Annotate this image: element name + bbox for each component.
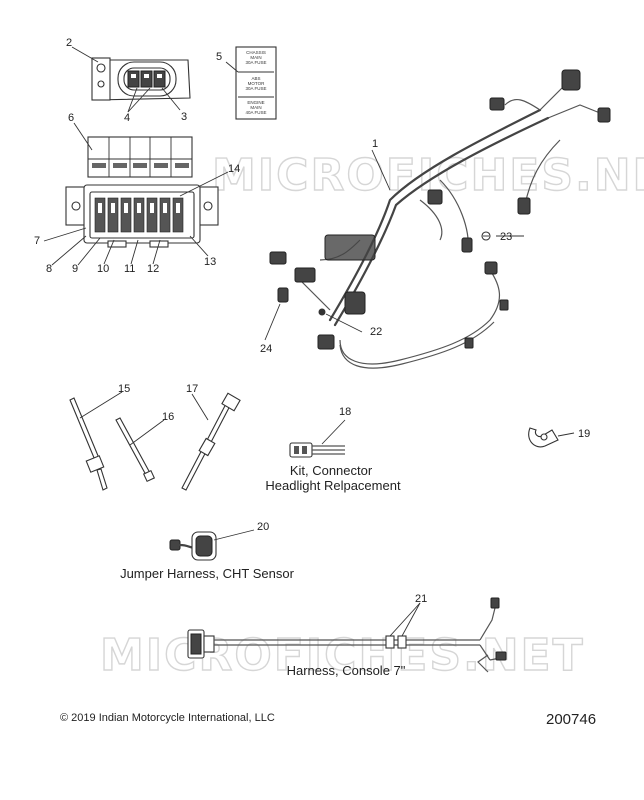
caption-headlight-replacement: Headlight Relpacement: [265, 478, 401, 493]
fuse-label-row: MAIN: [250, 55, 261, 60]
callout-3: 3: [181, 111, 187, 123]
cable-tie-16: [115, 417, 156, 483]
leader-lines: [43, 46, 575, 637]
fuse-label-row: MAIN: [250, 105, 261, 110]
console-harness: [187, 597, 507, 673]
cht-jumper-harness: [169, 531, 217, 561]
callout-5: 5: [216, 51, 222, 63]
callout-9: 9: [72, 263, 78, 275]
callout-19: 19: [578, 428, 590, 440]
fuse-label-card: CHASSIS MAIN 30A FUSE ABS MOTOR 30A FUSE…: [235, 46, 277, 120]
clip-24: [277, 287, 289, 303]
cable-tie-15: [69, 397, 108, 491]
callout-11: 11: [124, 263, 135, 275]
callout-1: 1: [372, 138, 378, 150]
callout-numbers: 1 2 3 4 5 6 7 8 9 10 11 12 13 14 15 16 1…: [34, 37, 590, 605]
callout-17: 17: [186, 383, 198, 395]
main-harness: [269, 69, 611, 369]
callout-22: 22: [370, 326, 382, 338]
fuse-label-row: 30A FUSE: [245, 60, 266, 65]
fuse-label-row: ENGINE: [247, 100, 264, 105]
callout-23: 23: [500, 231, 512, 243]
callout-15: 15: [118, 383, 130, 395]
callout-18: 18: [339, 406, 351, 418]
fastener-22: [318, 308, 326, 316]
callout-6: 6: [68, 112, 74, 124]
callout-14: 14: [228, 163, 240, 175]
callout-21: 21: [415, 593, 427, 605]
callout-4: 4: [124, 112, 130, 124]
callout-20: 20: [257, 521, 269, 533]
callout-24: 24: [260, 343, 272, 355]
caption-jumper-harness: Jumper Harness, CHT Sensor: [120, 566, 295, 581]
caption-console-harness: Harness, Console 7": [287, 663, 406, 678]
fuse-label-row: MOTOR: [248, 81, 265, 86]
fuse-label-row: CHASSIS: [246, 50, 266, 55]
callout-7: 7: [34, 235, 40, 247]
cable-tie-17: [181, 392, 241, 491]
p-clamp-19: [528, 427, 559, 448]
callout-10: 10: [97, 263, 109, 275]
fuse-label-row: ABS: [251, 76, 260, 81]
fuse-label-row: 40A FUSE: [245, 110, 266, 115]
caption-kit-connector: Kit, Connector: [290, 463, 373, 478]
relay-box: [65, 184, 219, 248]
fuse-holder: [91, 57, 191, 101]
callout-16: 16: [162, 411, 174, 423]
fuse-label-row: 30A FUSE: [245, 86, 266, 91]
screw-23: [481, 231, 491, 241]
callout-2: 2: [66, 37, 72, 49]
callout-12: 12: [147, 263, 159, 275]
callout-13: 13: [204, 256, 216, 268]
drawing-number: 200746: [546, 711, 597, 728]
connector-kit-18: [289, 442, 345, 458]
copyright-notice: © 2019 Indian Motorcycle International, …: [60, 712, 275, 724]
relay-label-card: [87, 136, 193, 178]
callout-8: 8: [46, 263, 52, 275]
